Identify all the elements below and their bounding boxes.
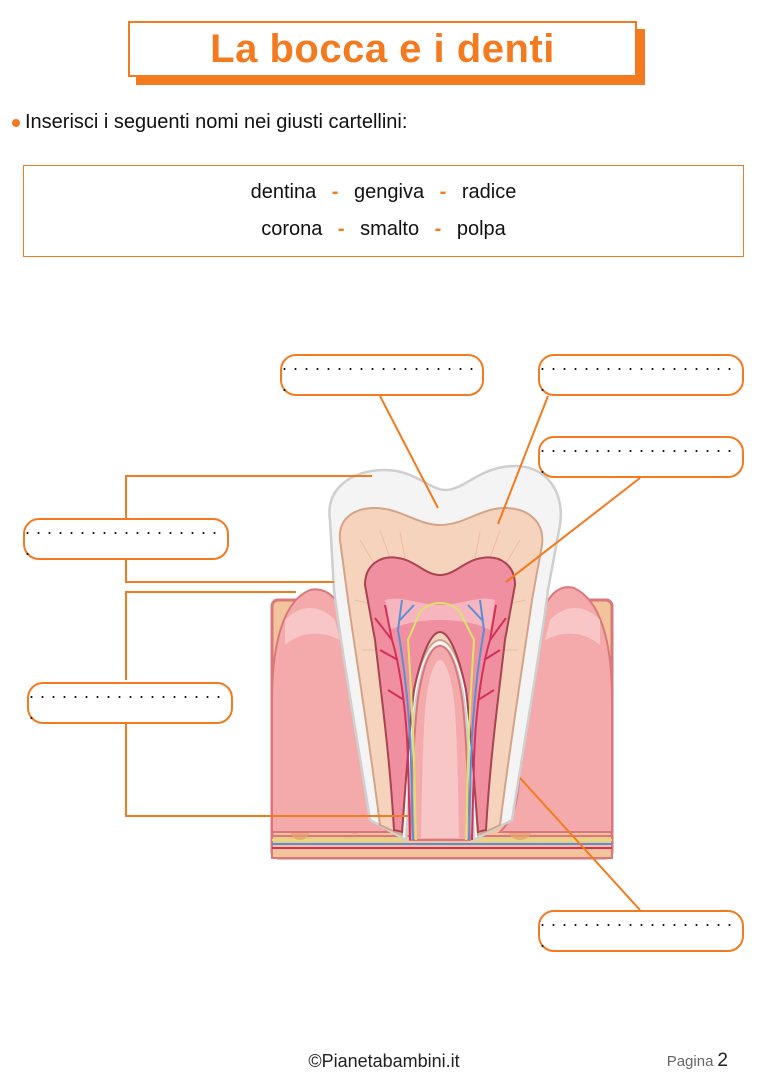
label-blank: . . . . . . . . . . . . . . . . . . . <box>282 354 475 395</box>
label-box-top-left[interactable]: . . . . . . . . . . . . . . . . . . . <box>280 354 484 396</box>
word-gengiva: gengiva <box>354 181 425 203</box>
tooth <box>328 464 563 843</box>
title-box: La bocca e i denti <box>128 21 637 77</box>
word-bank-line-2: corona - smalto - polpa <box>24 218 743 241</box>
label-box-bottom-right[interactable]: . . . . . . . . . . . . . . . . . . . <box>538 910 744 952</box>
word-separator: - <box>439 181 447 203</box>
page-title: La bocca e i denti <box>210 26 555 71</box>
word-separator: - <box>331 181 339 203</box>
label-box-right-middle[interactable]: . . . . . . . . . . . . . . . . . . . <box>538 436 744 478</box>
label-blank: . . . . . . . . . . . . . . . . . . . <box>540 910 733 951</box>
label-blank: . . . . . . . . . . . . . . . . . . . <box>29 682 222 723</box>
word-bank-line-1: dentina - gengiva - radice <box>24 181 743 204</box>
word-radice: radice <box>461 181 517 203</box>
label-blank: . . . . . . . . . . . . . . . . . . . <box>540 436 733 477</box>
page-label: Pagina <box>666 1053 714 1070</box>
label-box-top-right[interactable]: . . . . . . . . . . . . . . . . . . . <box>538 354 744 396</box>
word-dentina: dentina <box>250 181 317 203</box>
word-polpa: polpa <box>456 218 506 240</box>
word-separator: - <box>434 218 442 240</box>
label-blank: . . . . . . . . . . . . . . . . . . . <box>540 354 733 395</box>
word-corona: corona <box>261 218 323 240</box>
page-number-value: 2 <box>717 1050 728 1071</box>
jaw-bone <box>270 598 614 860</box>
word-bank: dentina - gengiva - radice corona - smal… <box>23 165 744 257</box>
label-box-left-lower[interactable]: . . . . . . . . . . . . . . . . . . . <box>27 682 233 724</box>
vessels <box>374 599 507 841</box>
instruction-text: Inserisci i seguenti nomi nei giusti car… <box>25 111 408 133</box>
footer-copyright: ©Pianetabambini.it <box>308 1051 460 1071</box>
gums <box>271 586 613 833</box>
instruction: Inserisci i seguenti nomi nei giusti car… <box>12 111 407 134</box>
label-blank: . . . . . . . . . . . . . . . . . . . <box>25 518 218 559</box>
word-smalto: smalto <box>360 218 420 240</box>
label-box-left-upper[interactable]: . . . . . . . . . . . . . . . . . . . <box>23 518 229 560</box>
word-separator: - <box>337 218 345 240</box>
bullet-icon <box>12 118 20 127</box>
